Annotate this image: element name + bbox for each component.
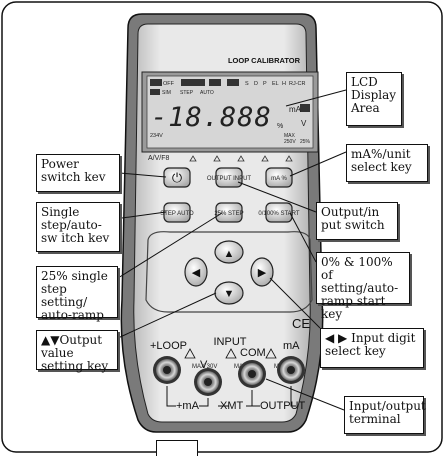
lcd-ind-step: STEP [180,90,194,96]
bracket-lines [166,386,296,407]
loop-jack[interactable] [153,356,181,384]
terminal-callout: Input/output terminal [344,396,426,434]
lcd-tick-triangles [189,155,293,162]
output-input-key[interactable]: OUTPUT INPUT [207,167,252,188]
power-switch-callout: Power switch kev [36,154,120,192]
percent25-key-label: 25% STEP [214,211,243,217]
ma-jack[interactable] [277,356,305,384]
power-icon: ⏻ [172,170,182,185]
dpad-ring [145,231,313,313]
leader-lines [117,89,347,411]
digit-select-callout: ◀ ▶ Input digit select key [320,328,424,368]
lcd-ind-h: H [282,81,286,87]
bottom-tab [156,440,198,456]
output-input-key-label: OUTPUT INPUT [207,176,252,182]
down-key[interactable]: ▼ [214,281,244,305]
output-value-callout: ▲▼Output value setting key [36,330,118,373]
ma-unit-key-label: mA % [271,176,287,182]
lcd-digits: -18.888 [151,102,272,133]
percent25-key[interactable]: 25% STEP [214,202,244,223]
lcd-ind-off: OFF [163,81,175,87]
ma-unit-key[interactable]: mA % [265,167,293,188]
step-auto-callout: Single step/auto-sw itch kev [36,202,120,252]
right-key[interactable]: ▶ [250,257,274,287]
com-jack-label: COM [240,347,266,359]
left-arrow-icon: ◀ [192,267,201,279]
step-auto-key-label: STEP AUTO [160,211,194,217]
lcd-ind-sim: SIM [162,90,171,96]
zero-100-callout: 0% & 100% of setting/auto-ramp start key [316,252,410,321]
lcd-ind-p: P [263,81,267,87]
rating-label-1: MAX 30V [192,364,217,370]
up-arrow-icon: ▲ [224,248,235,260]
v-jack[interactable] [194,368,222,396]
lcd-ind-s: S [245,81,249,87]
ma-bracket-label: +mA- [176,400,203,412]
right-arrow-icon: ▶ [258,267,267,279]
xmt-bracket-label: XMT [220,400,244,412]
down-arrow-icon: ▼ [224,288,235,300]
lcd-screen [146,75,314,149]
ma-jack-label: mA [283,340,300,352]
zero-100-key-label: 0/100% START [258,211,299,217]
output-input-callout: Output/in put switch [316,202,398,240]
up-key[interactable]: ▲ [214,240,244,264]
v-jack-label: V [200,359,208,371]
unit-key-callout: mA%/unit select key [346,144,428,182]
device-title: LOOP CALIBRATOR [228,56,301,65]
lcd-indicators-row2: SIM STEP AUTO [150,89,310,112]
lcd-ind-auto: AUTO [200,90,214,96]
lcd-callout: LCD Display Area [346,72,402,126]
lcd-indicators-row1: OFF S D P EL H RJ-CR [150,79,306,87]
lcd-ind-rjcr: RJ-CR [289,81,306,87]
lcd-unit-ma: mA [289,105,302,114]
lcd-sub-left: 234V [150,133,163,139]
input-label: INPUT [214,336,247,348]
lcd-bottom-left: A/V/F8 [148,155,170,162]
power-key[interactable]: ⏻ [163,167,191,188]
lcd-sub-25: 25% [300,139,311,145]
lcd-percent: % [277,123,283,130]
com-jack[interactable] [238,360,266,388]
lcd-ind-el: EL [272,81,279,87]
loop-jack-label: +LOOP [150,340,187,352]
left-key[interactable]: ◀ [184,257,208,287]
warning-icon [184,348,277,359]
lcd-unit-v: V [301,119,307,128]
output-label: OUTPUT [260,400,306,412]
lcd-sub-250v: 250V [284,139,296,145]
lcd-ind-d: D [254,81,258,87]
pct-25-callout: 25% single step setting/ auto-ramp [36,266,118,322]
zero-100-key[interactable]: 0/100% START [258,202,300,223]
lcd-sub-max: MAX [284,133,296,139]
ce-mark: CE [292,316,310,331]
